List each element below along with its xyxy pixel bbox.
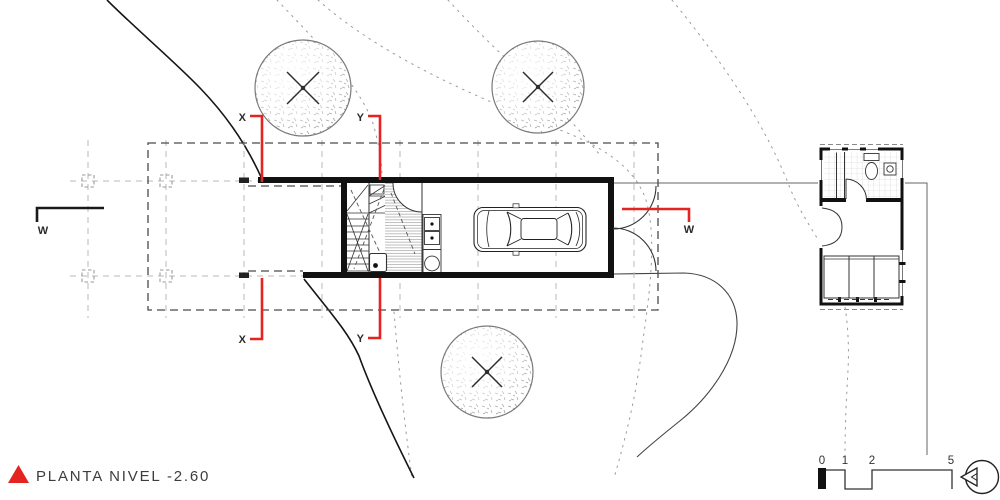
partition-wall	[821, 198, 846, 202]
scale-tick: 1	[842, 455, 848, 467]
burner-dot-icon	[430, 222, 434, 226]
boundary-line	[614, 182, 928, 455]
door-opening	[818, 206, 825, 248]
section-label: Y	[357, 112, 365, 124]
section-marker-x-bottom: X	[239, 278, 264, 346]
partition-wall	[866, 198, 902, 202]
section-label: Y	[357, 333, 365, 345]
section-label: X	[239, 334, 247, 346]
grid-column-symbols	[81, 174, 173, 283]
terrain-line	[106, 0, 415, 479]
scale-tick: 0	[819, 455, 825, 467]
scale-bar: 0 1 2 5	[818, 455, 954, 490]
main-building	[258, 177, 657, 278]
elevation-label: W	[38, 225, 49, 237]
door-swing-arc	[392, 182, 423, 213]
upper-floor-outline	[147, 142, 659, 311]
plan-title: PLANTA NIVEL -2.60	[36, 468, 210, 485]
section-marker-y-bottom: Y	[357, 278, 382, 345]
tree	[491, 40, 585, 134]
exterior-walls	[258, 177, 614, 278]
elevation-marker-w-left: W	[35, 206, 104, 237]
tree	[254, 39, 352, 137]
red-triangle-icon	[8, 465, 29, 483]
garage-door-swings	[612, 185, 657, 272]
wall-stubs	[239, 177, 249, 278]
annex-double-door-swings	[821, 207, 843, 247]
bathroom	[821, 152, 902, 202]
bed-platform	[823, 255, 900, 299]
sink	[883, 162, 897, 176]
door-swing-fill	[846, 179, 867, 200]
section-label: X	[239, 112, 247, 124]
bathroom-door-swing	[845, 178, 867, 200]
title-block: PLANTA NIVEL -2.60	[8, 465, 210, 485]
elevation-label: W	[684, 224, 695, 236]
driveway-edge	[613, 272, 738, 458]
water-heater	[368, 252, 388, 273]
scale-tick: 5	[948, 455, 954, 467]
scale-tick: 2	[869, 455, 875, 467]
toilet	[863, 153, 880, 180]
section-marker-y-top: Y	[357, 112, 382, 180]
scale-zero-block	[818, 468, 826, 489]
windows	[818, 146, 906, 303]
north-arrow-icon	[959, 459, 1000, 495]
tree	[440, 325, 534, 419]
section-marker-x-top: X	[239, 112, 264, 182]
elevation-marker-w-right: W	[622, 207, 695, 236]
door-swing-fill	[393, 183, 422, 212]
kitchen-counter	[422, 214, 442, 276]
car-top-view	[473, 203, 587, 256]
burner-dot-icon	[430, 236, 434, 240]
annex-building	[818, 144, 906, 310]
